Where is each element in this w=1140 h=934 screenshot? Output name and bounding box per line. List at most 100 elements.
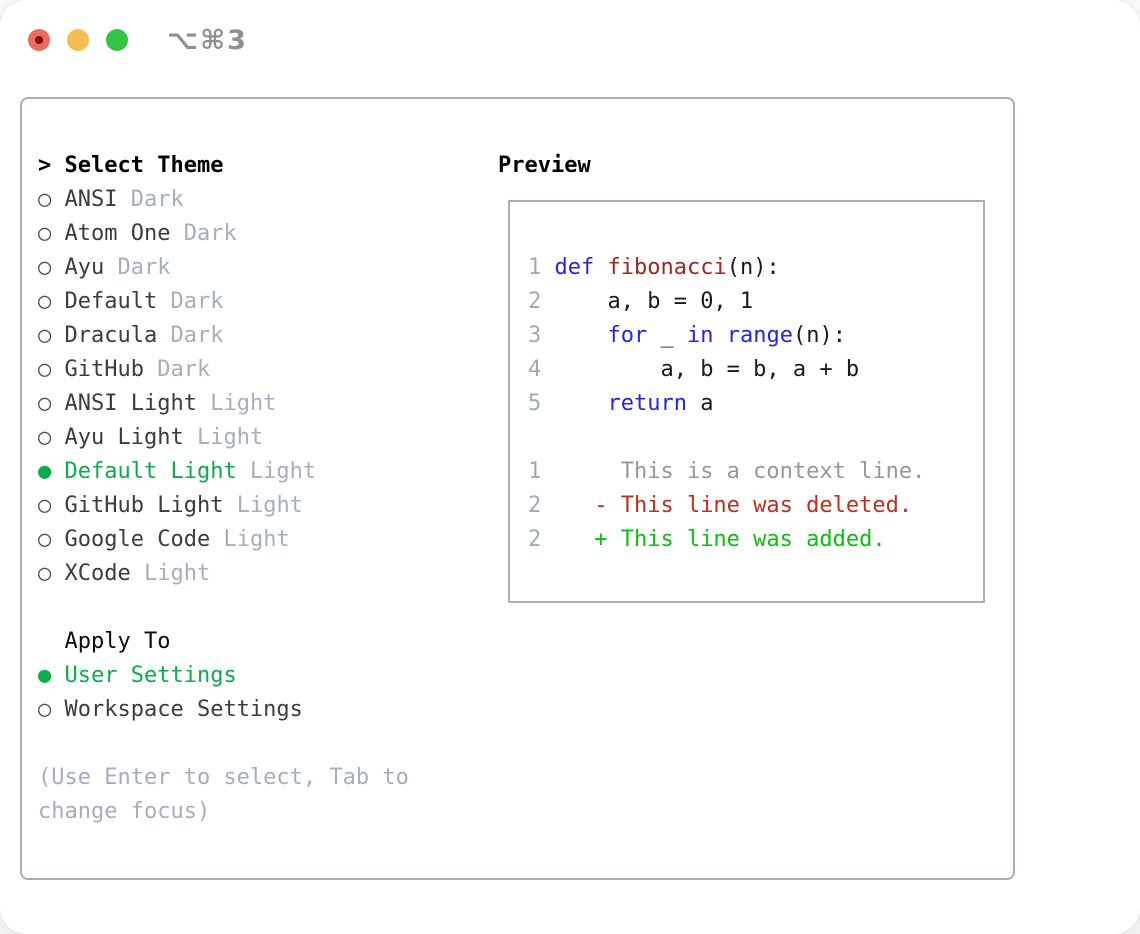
code-token xyxy=(541,255,554,280)
radio-unselected-icon: ○ xyxy=(38,357,52,382)
radio-unselected-icon: ○ xyxy=(38,323,52,348)
apply-option-user-settings[interactable]: ● User Settings xyxy=(38,659,409,693)
theme-name: Default Light xyxy=(64,459,237,484)
line-number: 5 xyxy=(528,391,542,416)
theme-name: Google Code xyxy=(64,527,211,552)
theme-variant-tag: Light xyxy=(223,527,290,552)
theme-option-ansi[interactable]: ○ ANSI Dark xyxy=(38,183,409,217)
theme-name: ANSI Light xyxy=(64,391,197,416)
apply-option-label: User Settings xyxy=(64,663,237,688)
code-token: (n): xyxy=(792,323,846,348)
theme-name: Ayu xyxy=(64,255,105,280)
line-number: 1 xyxy=(528,459,542,484)
theme-variant-tag: Dark xyxy=(170,323,224,348)
radio-unselected-icon: ○ xyxy=(38,289,52,314)
theme-variant-tag: Dark xyxy=(170,289,224,314)
preview-line-1: 1 def fibonacci(n): xyxy=(528,251,925,285)
preview-heading: Preview xyxy=(498,153,591,178)
window-title: ⌥⌘3 xyxy=(167,25,248,56)
spacer-row xyxy=(38,727,409,761)
line-number: 4 xyxy=(528,357,542,382)
theme-option-ayu-light[interactable]: ○ Ayu Light Light xyxy=(38,421,409,455)
theme-option-ayu[interactable]: ○ Ayu Dark xyxy=(38,251,409,285)
theme-list-header: > Select Theme xyxy=(38,149,409,183)
theme-option-default[interactable]: ○ Default Dark xyxy=(38,285,409,319)
theme-list-title: Select Theme xyxy=(64,153,224,178)
theme-name: XCode xyxy=(64,561,131,586)
theme-variant-tag: Light xyxy=(249,459,317,484)
preview-line-9: 2 + This line was added. xyxy=(528,523,925,557)
apply-to-title: Apply To xyxy=(64,629,171,654)
radio-selected-icon: ● xyxy=(38,459,52,484)
theme-variant-tag: Dark xyxy=(183,221,237,246)
hint-line-2: change focus) xyxy=(38,795,409,829)
zoom-button[interactable] xyxy=(106,29,128,51)
theme-name: ANSI xyxy=(64,187,118,212)
theme-option-atom-one[interactable]: ○ Atom One Dark xyxy=(38,217,409,251)
preview-blank-line xyxy=(528,421,925,455)
theme-option-github-light[interactable]: ○ GitHub Light Light xyxy=(38,489,409,523)
theme-variant-tag: Dark xyxy=(130,187,184,212)
theme-variant-tag: Light xyxy=(236,493,303,518)
prompt-icon: > xyxy=(38,153,52,178)
theme-name: Default xyxy=(64,289,158,314)
line-number: 3 xyxy=(528,323,542,348)
theme-option-ansi-light[interactable]: ○ ANSI Light Light xyxy=(38,387,409,421)
theme-option-google-code[interactable]: ○ Google Code Light xyxy=(38,523,409,557)
code-token: a, b = 0, 1 xyxy=(541,289,754,314)
code-token: a xyxy=(686,391,714,416)
radio-unselected-icon: ○ xyxy=(38,255,52,280)
radio-unselected-icon: ○ xyxy=(38,697,52,722)
apply-option-label: Workspace Settings xyxy=(64,697,303,722)
theme-option-dracula[interactable]: ○ Dracula Dark xyxy=(38,319,409,353)
code-token: - This line was deleted. xyxy=(541,493,913,518)
theme-variant-tag: Dark xyxy=(117,255,171,280)
apply-option-workspace-settings[interactable]: ○ Workspace Settings xyxy=(38,693,409,727)
code-token: def xyxy=(554,255,608,280)
code-token: return xyxy=(607,391,687,416)
radio-unselected-icon: ○ xyxy=(38,391,52,416)
theme-name: Atom One xyxy=(64,221,171,246)
code-token: fibonacci xyxy=(607,255,727,280)
theme-name: Ayu Light xyxy=(64,425,184,450)
code-token: a, b = b, a + b xyxy=(541,357,860,382)
preview-line-8: 2 - This line was deleted. xyxy=(528,489,925,523)
theme-variant-tag: Light xyxy=(196,425,264,450)
code-token: in xyxy=(686,323,714,348)
radio-selected-icon: ● xyxy=(38,663,52,688)
hint-text: change focus) xyxy=(38,799,211,824)
preview-line-5: 5 return a xyxy=(528,387,925,421)
theme-option-github[interactable]: ○ GitHub Dark xyxy=(38,353,409,387)
line-number: 2 xyxy=(528,289,542,314)
code-token xyxy=(541,391,607,416)
code-token: This is a context line. xyxy=(541,459,926,484)
hint-text: (Use Enter to select, Tab to xyxy=(38,765,409,790)
theme-picker-panel: > Select Theme○ ANSI Dark○ Atom One Dark… xyxy=(20,97,1015,880)
minimize-button[interactable] xyxy=(67,29,89,51)
preview-line-4: 4 a, b = b, a + b xyxy=(528,353,925,387)
theme-option-xcode[interactable]: ○ XCode Light xyxy=(38,557,409,591)
theme-option-default-light[interactable]: ● Default Light Light xyxy=(38,455,409,489)
theme-name: Dracula xyxy=(64,323,158,348)
code-token: _ xyxy=(647,323,687,348)
theme-list: > Select Theme○ ANSI Dark○ Atom One Dark… xyxy=(38,149,409,829)
code-token xyxy=(713,323,726,348)
close-button[interactable] xyxy=(28,29,50,51)
radio-unselected-icon: ○ xyxy=(38,187,52,212)
code-token xyxy=(541,323,607,348)
code-token: + This line was added. xyxy=(541,527,886,552)
code-token: for xyxy=(607,323,648,348)
preview-line-7: 1 This is a context line. xyxy=(528,455,925,489)
line-number: 1 xyxy=(528,255,542,280)
radio-unselected-icon: ○ xyxy=(38,425,52,450)
apply-to-header: Apply To xyxy=(38,625,409,659)
theme-variant-tag: Dark xyxy=(157,357,211,382)
hint-line-1: (Use Enter to select, Tab to xyxy=(38,761,409,795)
radio-unselected-icon: ○ xyxy=(38,561,52,586)
radio-unselected-icon: ○ xyxy=(38,221,52,246)
theme-name: GitHub Light xyxy=(64,493,224,518)
code-token: range xyxy=(726,323,793,348)
